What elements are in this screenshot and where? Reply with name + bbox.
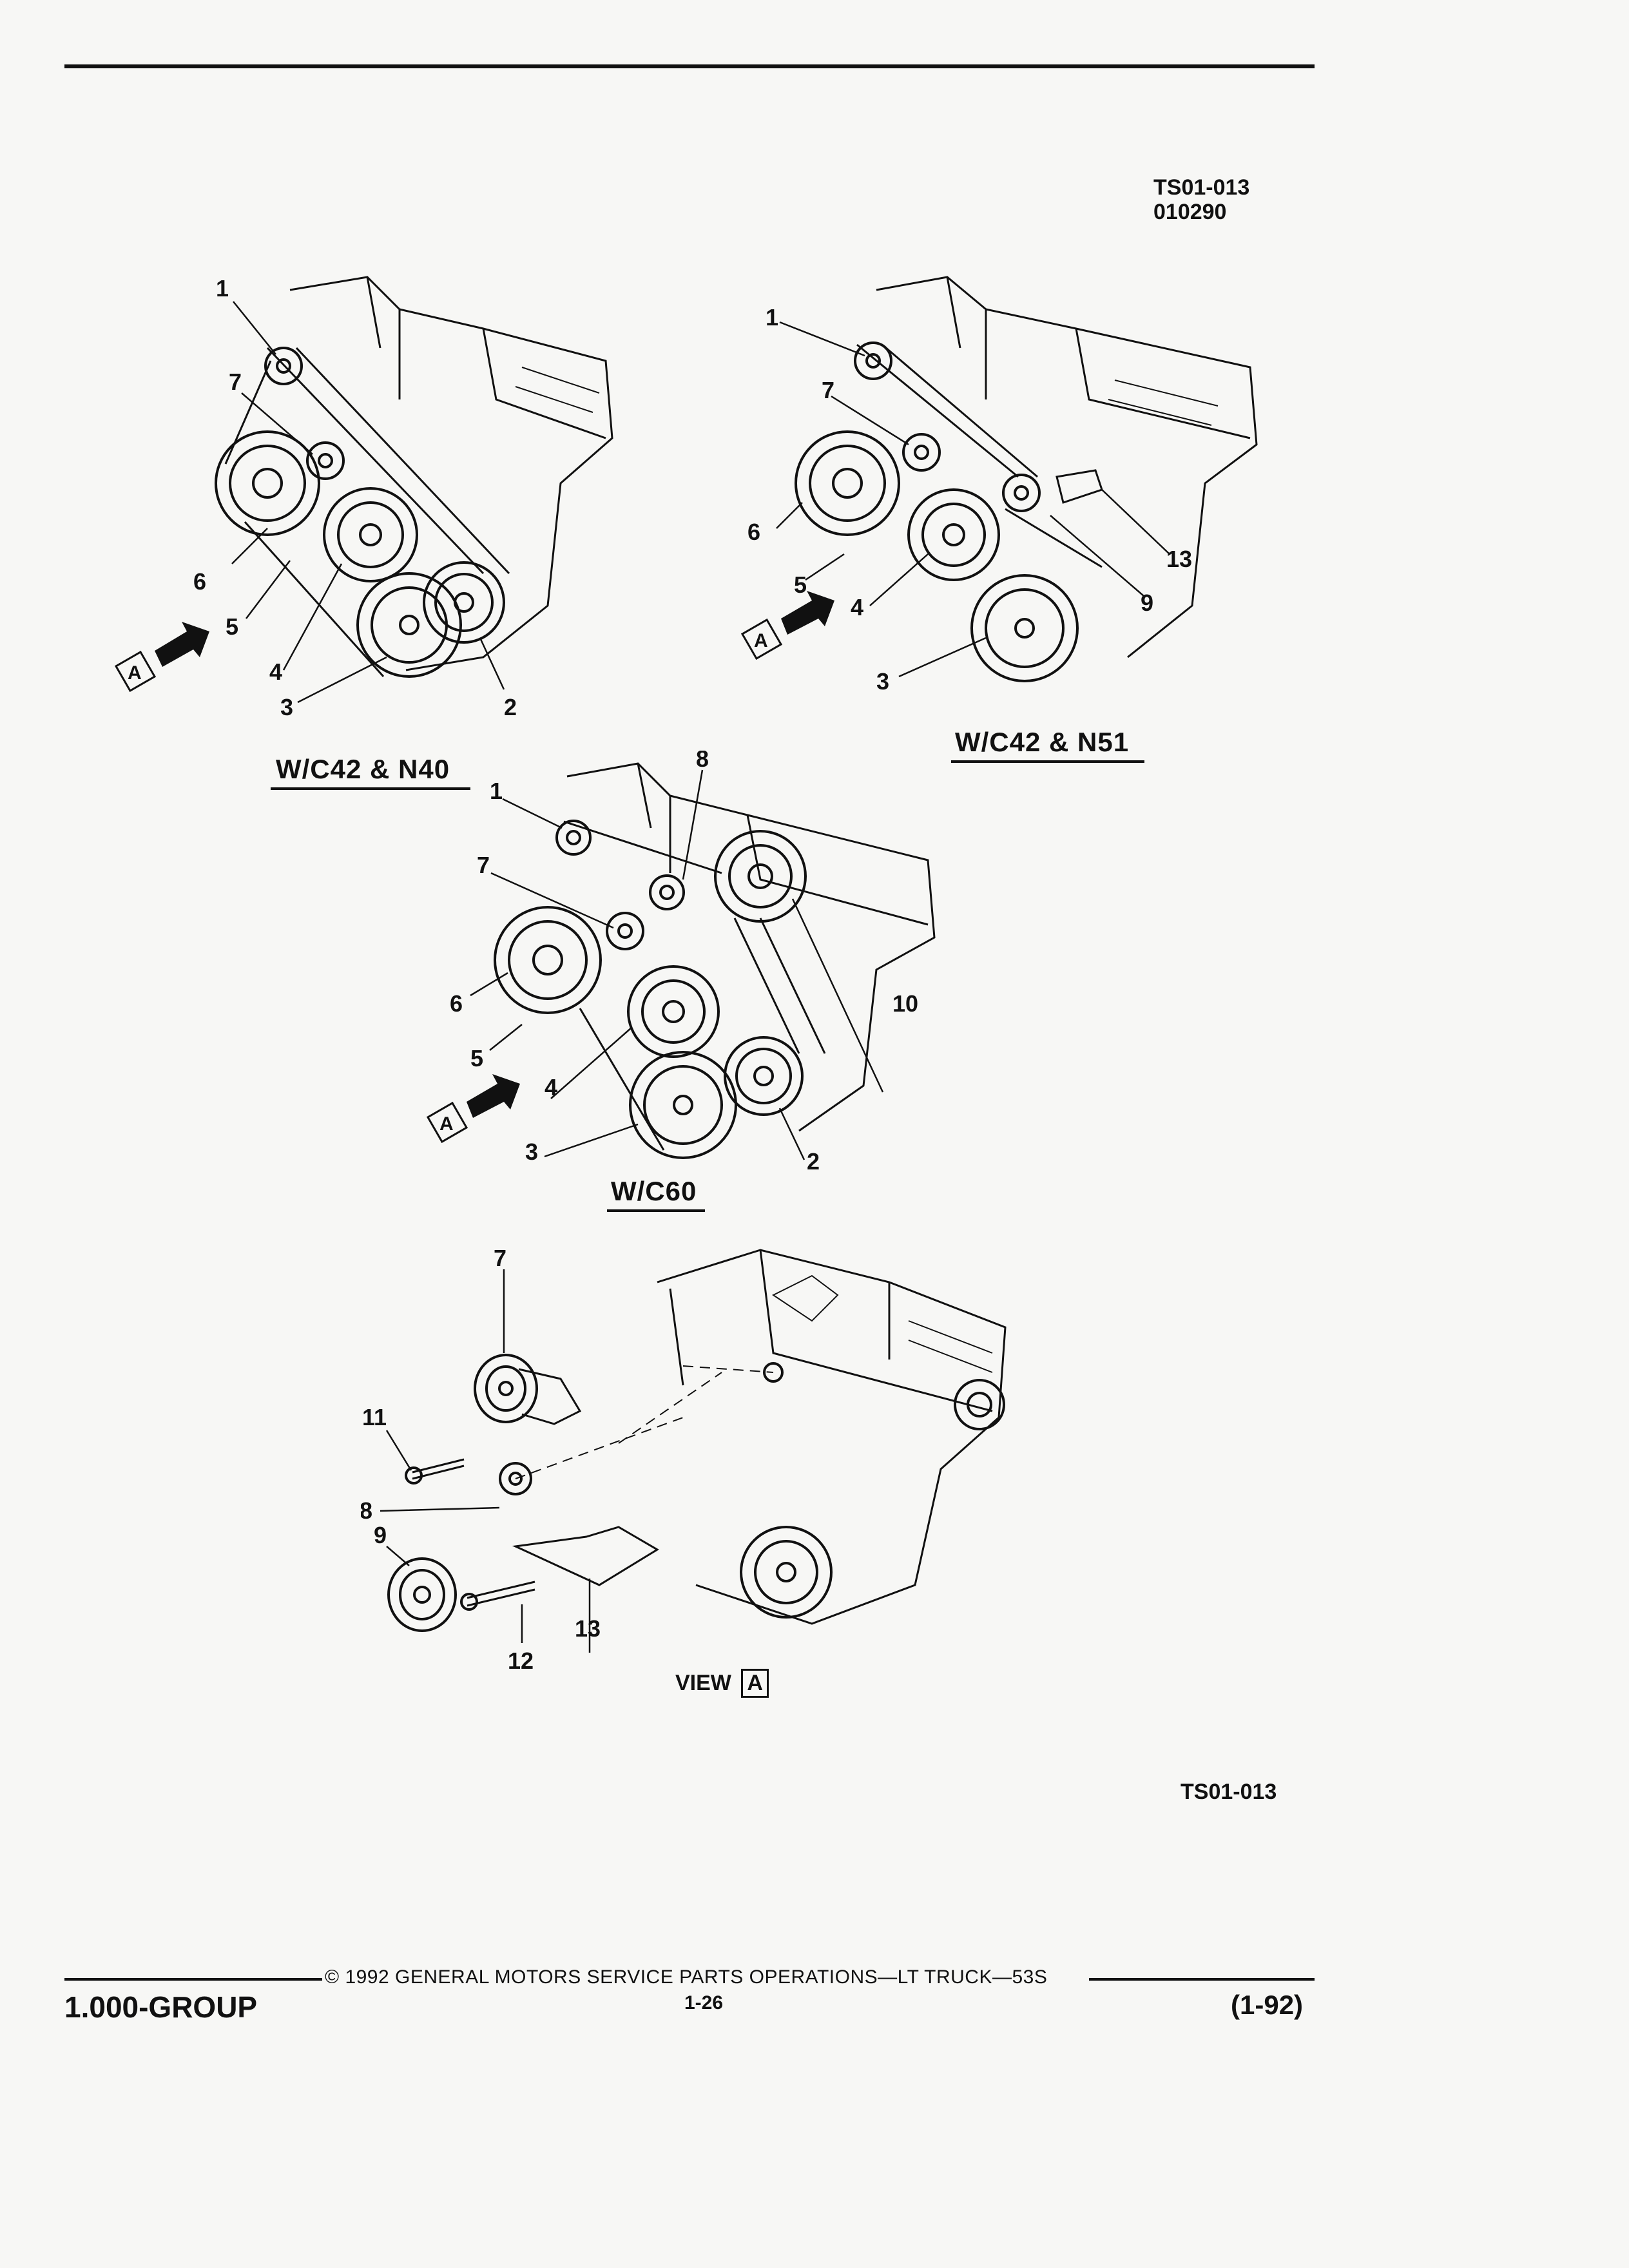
callout: 5 [226, 613, 238, 640]
callout: 3 [876, 668, 889, 695]
callout: 1 [490, 778, 503, 804]
figure-code-bottom: TS01-013 [1181, 1780, 1277, 1804]
callout: 13 [575, 1615, 601, 1642]
footer-rule-left [64, 1978, 322, 1981]
view-tag: A [754, 630, 768, 651]
view-a-caption: VIEW A [675, 1669, 769, 1698]
callout: 7 [477, 852, 490, 878]
caption-underline [951, 760, 1144, 763]
callout: 4 [851, 594, 863, 620]
view-tag: A [128, 662, 142, 684]
callout: 10 [892, 990, 918, 1017]
callout: 5 [470, 1045, 483, 1072]
figure-date: 010290 [1153, 200, 1227, 224]
footer-page-number: 1-26 [684, 1992, 724, 2013]
callout: 2 [504, 694, 517, 720]
belt-diagram-c60: A 1 8 7 6 5 4 3 2 10 [426, 751, 936, 1169]
callout: 11 [362, 1404, 387, 1430]
footer-revision: (1-92) [1231, 1990, 1304, 2020]
caption-underline [607, 1209, 705, 1212]
belt-diagram-c42-n51: A 1 7 6 5 4 3 13 9 [740, 276, 1258, 695]
callout: 12 [508, 1648, 534, 1674]
callout: 7 [822, 377, 834, 403]
callout: 4 [545, 1074, 557, 1100]
callout: 2 [807, 1148, 820, 1169]
callout: 7 [229, 369, 242, 395]
callout: 7 [494, 1245, 506, 1271]
belt-diagram-c42-n40: A 1 7 6 5 4 3 2 [114, 275, 613, 720]
header-rule [64, 64, 1315, 68]
callout: 3 [525, 1139, 538, 1165]
callout: 4 [269, 658, 282, 685]
callout: 6 [747, 519, 760, 545]
callout: 9 [374, 1522, 387, 1548]
view-tag: A [439, 1113, 454, 1135]
view-caption-tag: A [741, 1669, 769, 1698]
diagram-caption: W/C42 & N51 [955, 727, 1130, 757]
exploded-view-a: 7 11 8 9 12 13 [361, 1245, 1007, 1674]
callout: 6 [193, 568, 206, 595]
view-caption-prefix: VIEW [675, 1671, 731, 1695]
figure-code: TS01-013 [1153, 175, 1250, 200]
callout: 5 [794, 572, 807, 598]
callout: 13 [1166, 546, 1192, 572]
footer-rule-right [1089, 1978, 1315, 1981]
diagram-caption: W/C60 [611, 1176, 697, 1206]
callout: 8 [361, 1497, 372, 1524]
callout: 9 [1141, 590, 1153, 616]
callout: 6 [450, 990, 463, 1017]
footer-copyright: © 1992 GENERAL MOTORS SERVICE PARTS OPER… [325, 1966, 1048, 1988]
callout: 1 [216, 275, 229, 302]
callout: 3 [280, 694, 293, 720]
callout: 8 [696, 751, 709, 772]
callout: 1 [766, 304, 778, 331]
caption-underline [271, 787, 470, 790]
footer-group: 1.000-GROUP [64, 1990, 258, 2024]
figure-code-block: TS01-013 010290 [1153, 175, 1249, 224]
diagram-caption: W/C42 & N40 [276, 754, 450, 784]
